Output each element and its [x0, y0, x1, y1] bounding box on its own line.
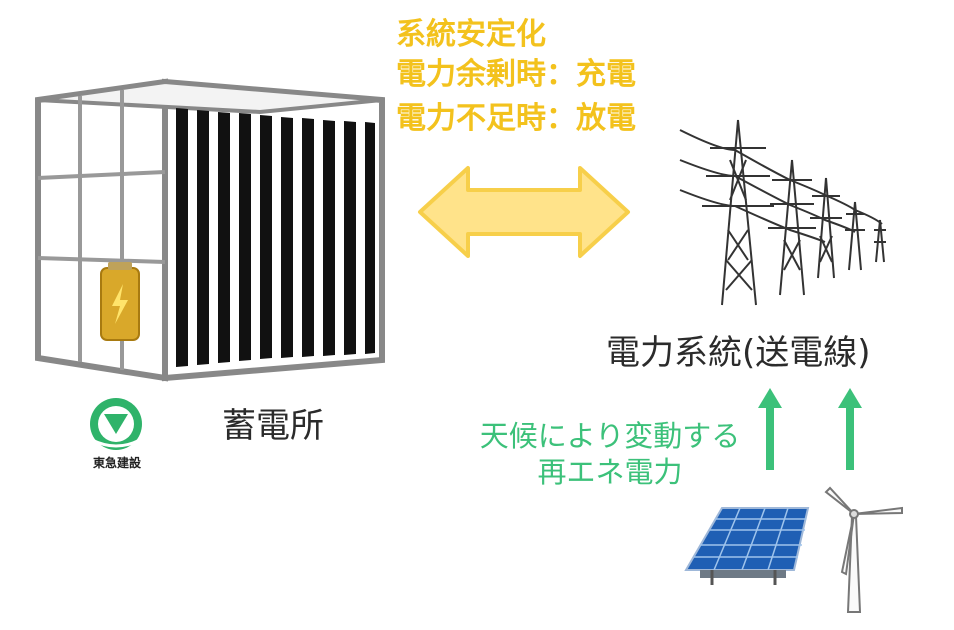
logo-caption: 東急建設	[92, 456, 141, 470]
battery-icon	[100, 262, 140, 341]
tower-1	[702, 119, 774, 306]
renewable-label: 天候により変動する 再エネ電力	[470, 418, 750, 490]
solar-panel-icon	[684, 507, 810, 585]
up-arrow-2-icon	[838, 388, 862, 470]
tower-3	[810, 177, 842, 279]
storage-station-label: 蓄電所	[222, 406, 324, 446]
up-arrow-1-icon	[758, 388, 782, 470]
shortage-discharge-text: 電力不足時：放電	[396, 101, 636, 136]
grid-stabilization-title: 系統安定化	[396, 17, 546, 52]
tower-4	[845, 201, 865, 271]
surplus-charge-text: 電力余剰時：充電	[396, 57, 636, 92]
container-stripes	[176, 108, 375, 367]
wind-turbine-icon	[824, 486, 903, 613]
renewable-label-line1: 天候により変動する	[479, 419, 741, 453]
tower-2	[768, 159, 816, 296]
tower-5	[874, 219, 886, 263]
power-grid-label: 電力系統(送電線)	[606, 333, 871, 373]
renewable-label-line2: 再エネ電力	[537, 455, 683, 489]
